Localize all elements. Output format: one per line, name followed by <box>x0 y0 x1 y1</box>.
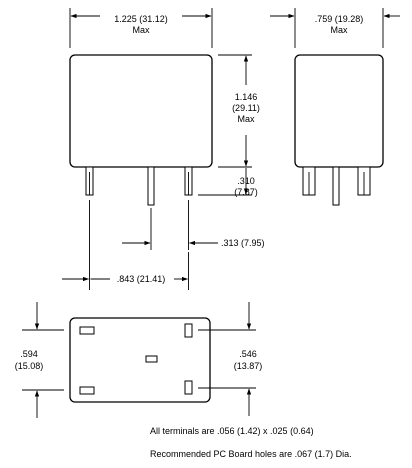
footprint-pin-center <box>145 355 158 363</box>
side-width-max-label: Max <box>330 25 348 35</box>
footprint-pin-bottom-left <box>79 386 95 395</box>
terminal-size-note: All terminals are .056 (1.42) x .025 (0.… <box>150 426 314 436</box>
pin-spacing-small-dimension: .313 (7.95) <box>122 200 265 250</box>
footprint-pin-row-dimension: .546 (13.87) <box>198 302 262 416</box>
footprint-pin-top-right <box>184 323 193 338</box>
side-pin-center <box>332 166 340 206</box>
bottom-view <box>69 317 211 403</box>
side-width-dimension: .759 (19.28) Max <box>270 8 400 48</box>
pin-length-label-1: .310 <box>237 176 255 186</box>
footprint-pin-bottom-right <box>184 380 193 395</box>
side-view-body <box>294 54 384 168</box>
pin-length-dimension: .310 (7.87) <box>198 168 258 197</box>
bottom-view-body <box>69 317 211 403</box>
footprint-height-label-1: .594 <box>20 349 38 359</box>
pin-spacing-small-label: .313 (7.95) <box>221 238 265 248</box>
body-height-dimension: 1.146 (29.11) Max <box>218 54 260 168</box>
body-height-label-1: 1.146 <box>235 92 258 102</box>
front-width-label: 1.225 (31.12) <box>114 14 168 24</box>
side-view <box>294 54 384 206</box>
pin-spacing-large-label: .843 (21.41) <box>117 274 166 284</box>
footprint-pin-row-label-1: .546 <box>239 349 257 359</box>
footprint-height-label-2: (15.08) <box>15 361 44 371</box>
front-view-body <box>69 54 213 168</box>
footprint-pin-top-left <box>79 326 95 335</box>
front-width-max-label: Max <box>132 25 150 35</box>
front-width-dimension: 1.225 (31.12) Max <box>69 8 213 48</box>
front-pin-center <box>147 166 155 206</box>
front-view <box>69 54 213 206</box>
pin-length-label-2: (7.87) <box>234 187 258 197</box>
board-hole-note: Recommended PC Board holes are .067 (1.7… <box>150 449 352 459</box>
pin-spacing-large-dimension: .843 (21.41) <box>62 200 189 290</box>
side-width-label: .759 (19.28) <box>315 14 364 24</box>
footprint-height-dimension: .594 (15.08) <box>15 302 64 418</box>
body-height-label-3: Max <box>237 114 255 124</box>
footprint-pin-row-label-2: (13.87) <box>234 361 263 371</box>
body-height-label-2: (29.11) <box>232 103 260 113</box>
